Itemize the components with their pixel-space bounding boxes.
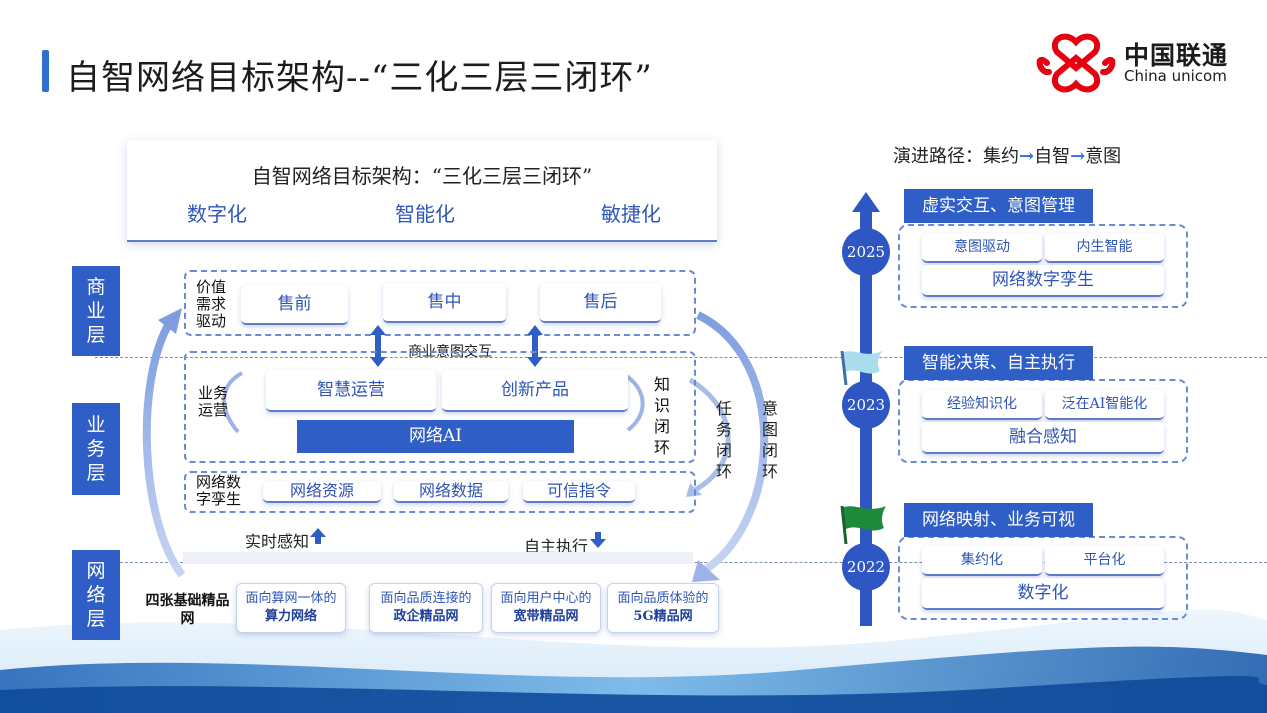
arrow-up-icon: [310, 528, 326, 544]
stage-heading: 智能决策、自主执行: [904, 346, 1093, 380]
year-badge: 2023: [842, 381, 890, 429]
value-driver-label: 价值需求驱动: [196, 278, 227, 330]
flag-icon: [840, 350, 882, 385]
tag-agile: 敏捷化: [601, 202, 661, 226]
in-sales-item: 售中: [383, 283, 506, 323]
year-badge: 2025: [842, 228, 890, 276]
tag-digital: 数字化: [187, 202, 247, 226]
stage-box: [898, 224, 1188, 308]
evolution-path-label: 演进路径：集约→自智→意图: [893, 146, 1122, 167]
interaction-double-arrow-icon: [527, 325, 543, 367]
network-card: 面向用户中心的宽带精品网: [491, 583, 601, 633]
stage-item: 泛在AI智能化: [1045, 390, 1164, 420]
stage-item: 集约化: [922, 546, 1042, 576]
layer-divider: [95, 357, 1267, 358]
background-wave: [0, 609, 1267, 713]
stage-item: 经验知识化: [922, 390, 1042, 420]
digital-twin-box: [184, 471, 696, 513]
stage-item: 平台化: [1045, 546, 1164, 576]
network-card: 面向品质连接的政企精品网: [369, 583, 483, 633]
architecture-header: 自智网络目标架构：“三化三层三闭环” 数字化 智能化 敏捷化: [127, 140, 717, 242]
auto-exec-label: 自主执行: [524, 537, 589, 556]
after-sales-item: 售后: [540, 283, 661, 323]
stage-wide-item: 网络数字孪生: [922, 265, 1164, 297]
layer-label-business: 商业层: [72, 266, 120, 356]
trusted-command-item: 可信指令: [523, 481, 635, 503]
network-ai-bar: 网络AI: [297, 420, 574, 453]
innovative-product-item: 创新产品: [442, 370, 628, 412]
arrow-down-icon: [590, 532, 606, 548]
stage-heading: 网络映射、业务可视: [904, 503, 1093, 537]
service-layer-box: [184, 351, 696, 463]
layer-label-service: 业务层: [72, 403, 120, 495]
stage-wide-item: 融合感知: [922, 422, 1164, 454]
network-card: 面向算网一体的算力网络: [236, 583, 346, 633]
tag-intelligent: 智能化: [395, 202, 455, 226]
page-title: 自智网络目标架构--“三化三层三闭环”: [66, 58, 653, 98]
stage-box: [898, 536, 1188, 620]
business-ops-label: 业务运营: [198, 384, 229, 419]
architecture-title: 自智网络目标架构：“三化三层三闭环”: [251, 164, 593, 188]
business-layer-box: [184, 270, 696, 336]
year-badge: 2022: [842, 543, 890, 591]
stage-item: 内生智能: [1045, 233, 1164, 263]
sense-band: [183, 552, 693, 564]
interaction-double-arrow-icon: [370, 325, 386, 367]
china-unicom-logo-icon: [1036, 33, 1116, 93]
layer-label-network: 网络层: [72, 550, 120, 640]
realtime-sense-label: 实时感知: [245, 532, 310, 551]
stage-heading: 虚实交互、意图管理: [904, 189, 1093, 223]
stage-box: [898, 379, 1188, 463]
network-data-item: 网络数据: [394, 481, 508, 503]
stage-wide-item: 数字化: [922, 578, 1164, 610]
four-networks-label: 四张基础精品网: [145, 593, 230, 627]
intent-loop-label: 意图闭环: [762, 399, 779, 481]
knowledge-loop-label: 知识闭环: [654, 375, 671, 457]
timeline-arrow-up-icon: [852, 192, 880, 212]
task-loop-label: 任务闭环: [716, 399, 733, 481]
pre-sales-item: 售前: [241, 285, 348, 325]
loop-arrows: [142, 308, 769, 582]
smart-ops-item: 智慧运营: [266, 370, 436, 412]
stage-item: 意图驱动: [922, 233, 1042, 263]
digital-twin-label: 网络数字孪生: [196, 473, 242, 508]
logo-text-cn: 中国联通: [1124, 41, 1229, 70]
logo-text-en: China unicom: [1124, 67, 1227, 85]
network-resource-item: 网络资源: [263, 481, 381, 503]
flag-icon: [840, 505, 886, 544]
title-accent-bar: [42, 50, 49, 92]
